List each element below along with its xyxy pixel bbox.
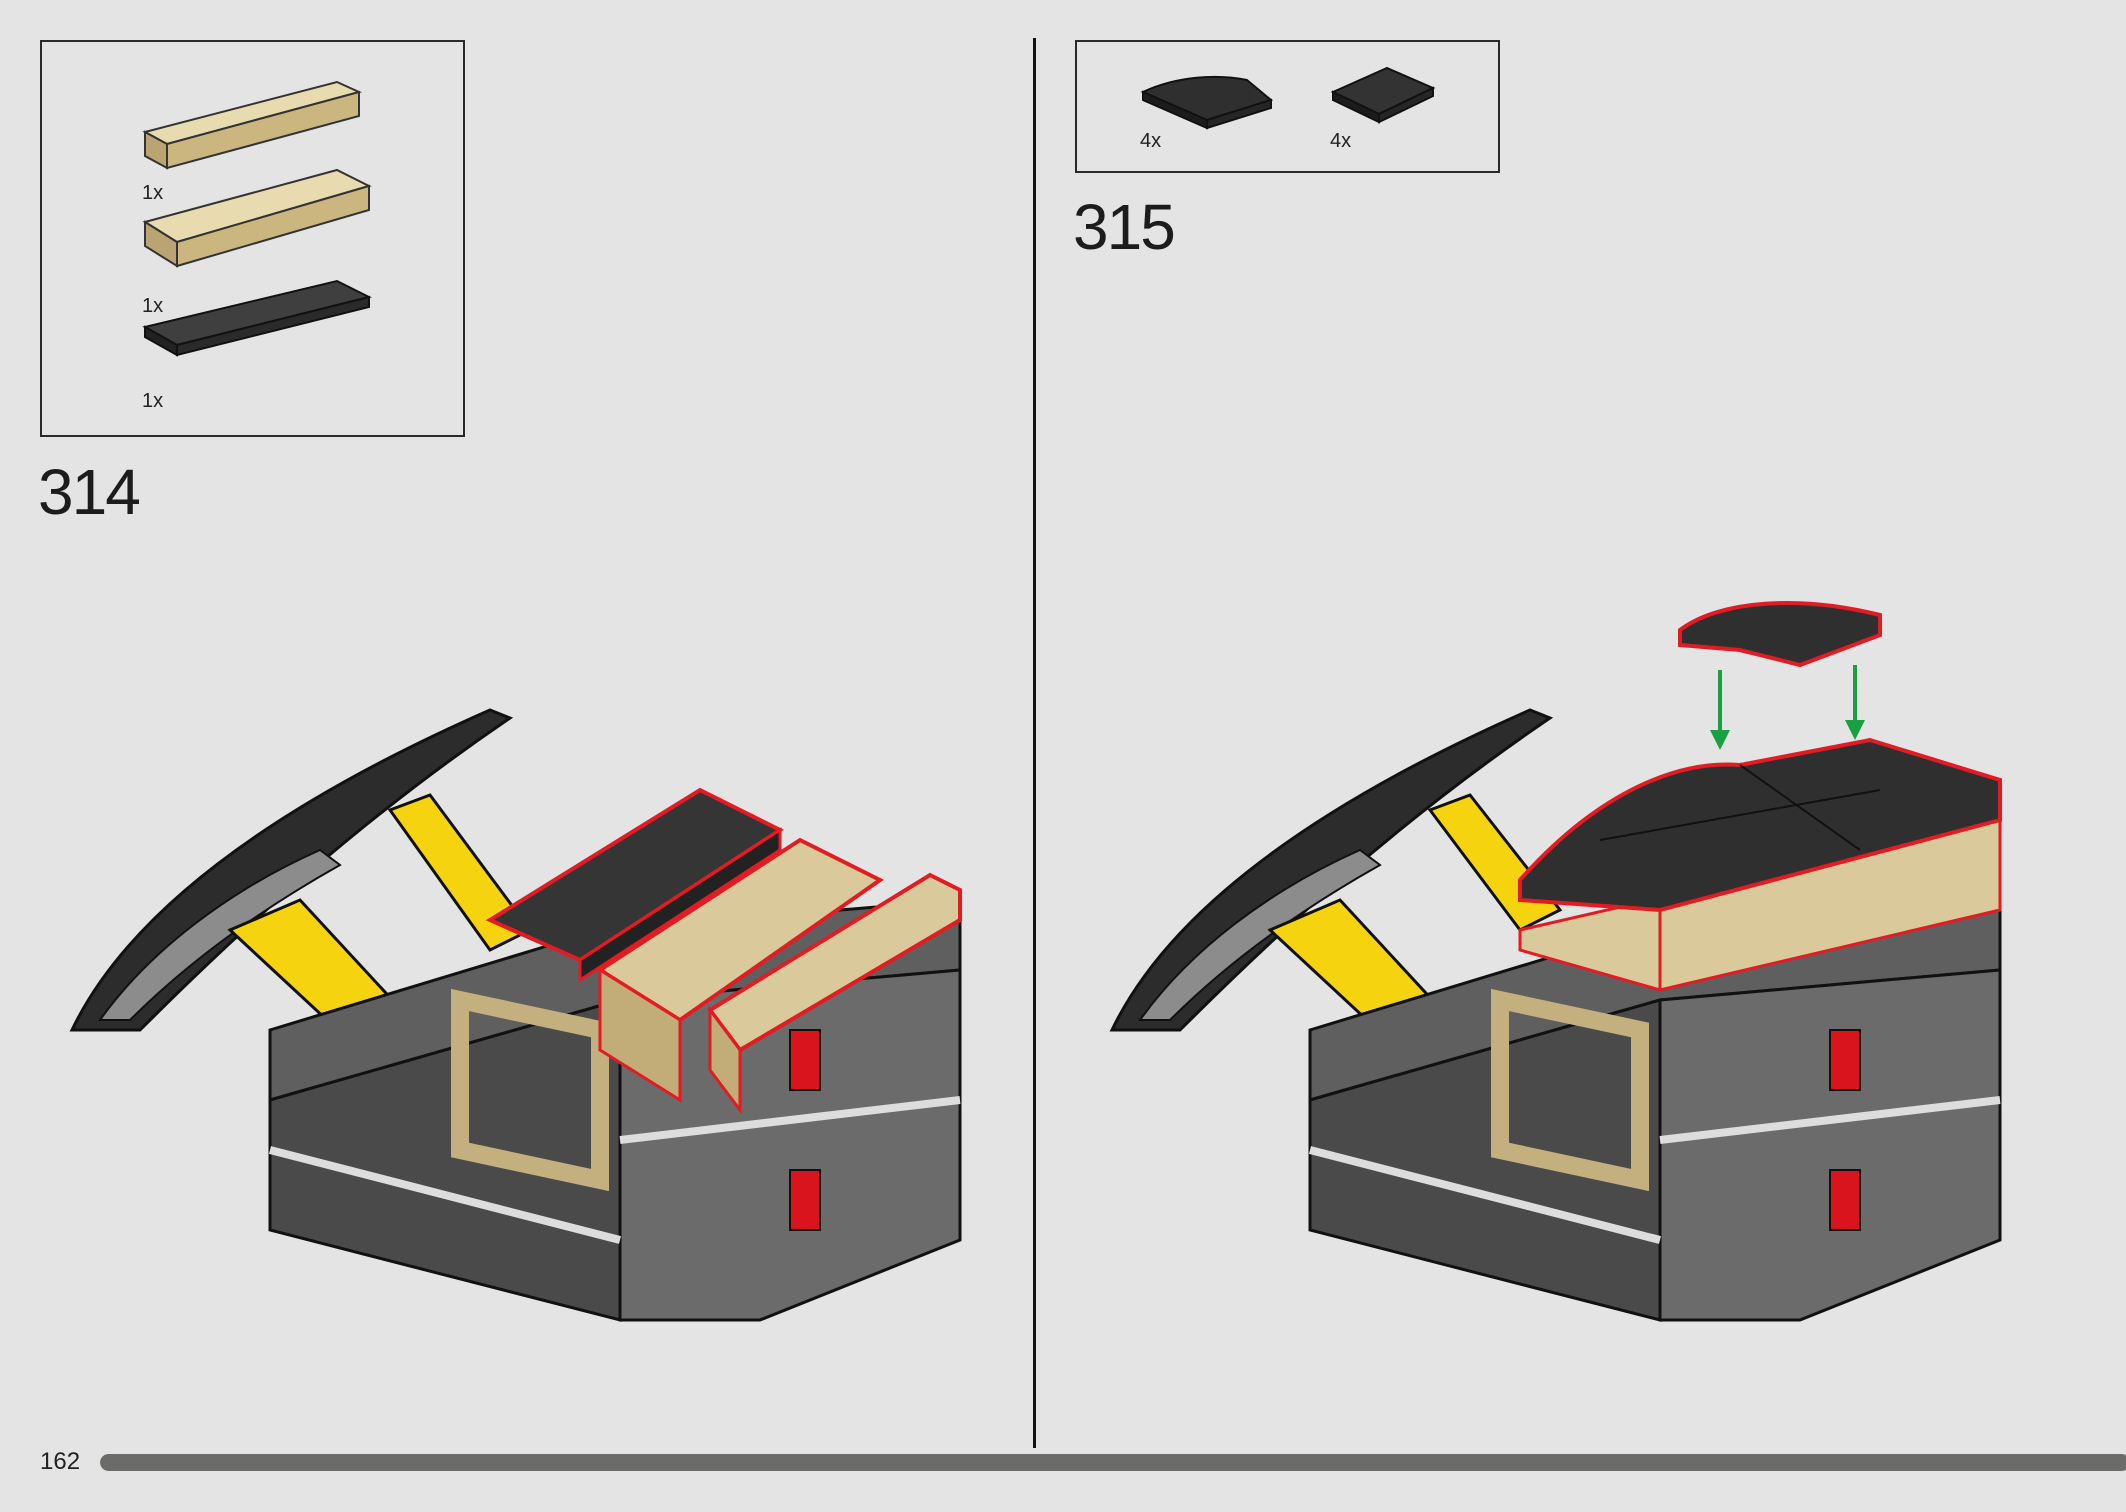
model-illustration-step-314 [69, 708, 962, 1322]
part-qty-black-tile: 4x [1330, 130, 1352, 152]
tan-brick-2x8-icon [142, 168, 372, 268]
step-number-315: 315 [1073, 191, 1176, 263]
part-qty-tan-brick-2x8: 1x [142, 295, 164, 317]
progress-bar-fill [100, 1454, 2126, 1471]
parts-callout-314: 1x 1x 1x [40, 40, 465, 437]
black-tile-2x2-icon [1330, 66, 1436, 124]
page-divider [1033, 38, 1036, 1448]
black-curved-slope-2x2-icon [1140, 75, 1274, 130]
progress-bar [100, 1454, 2126, 1471]
black-plate-2x8-icon [142, 279, 372, 357]
part-qty-black-plate-2x8: 1x [142, 390, 164, 412]
step-number-314: 314 [38, 456, 141, 528]
model-illustration-step-315 [1109, 601, 2002, 1322]
parts-callout-315: 4x 4x [1075, 40, 1500, 173]
part-qty-black-curved-slope: 4x [1140, 130, 1162, 152]
tan-brick-1x8-icon [142, 80, 362, 170]
part-qty-tan-brick-1x8: 1x [142, 182, 164, 204]
page-number: 162 [40, 1448, 81, 1475]
